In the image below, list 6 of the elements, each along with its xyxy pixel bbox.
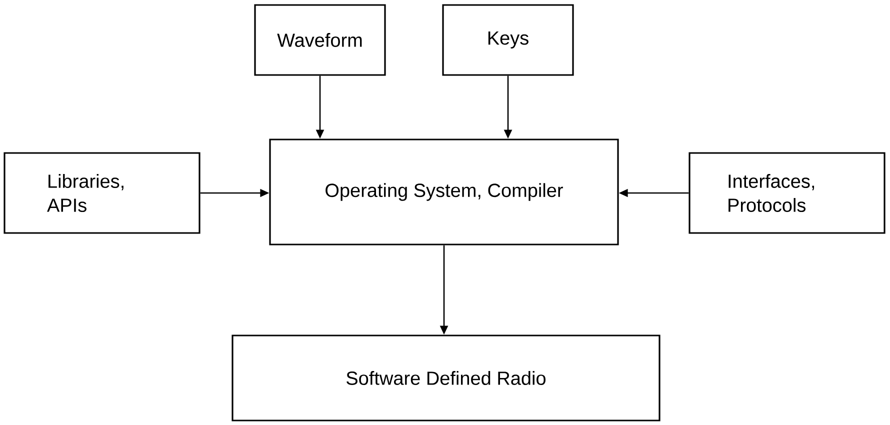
process-box: Keys xyxy=(442,4,574,76)
process-box: Software Defined Radio xyxy=(232,334,660,422)
process-box: Waveform xyxy=(254,4,386,76)
process-box: Operating System, Compiler xyxy=(269,138,619,246)
process-box: Interfaces, Protocols xyxy=(688,152,886,234)
process-box: Libraries, APIs xyxy=(4,152,200,234)
